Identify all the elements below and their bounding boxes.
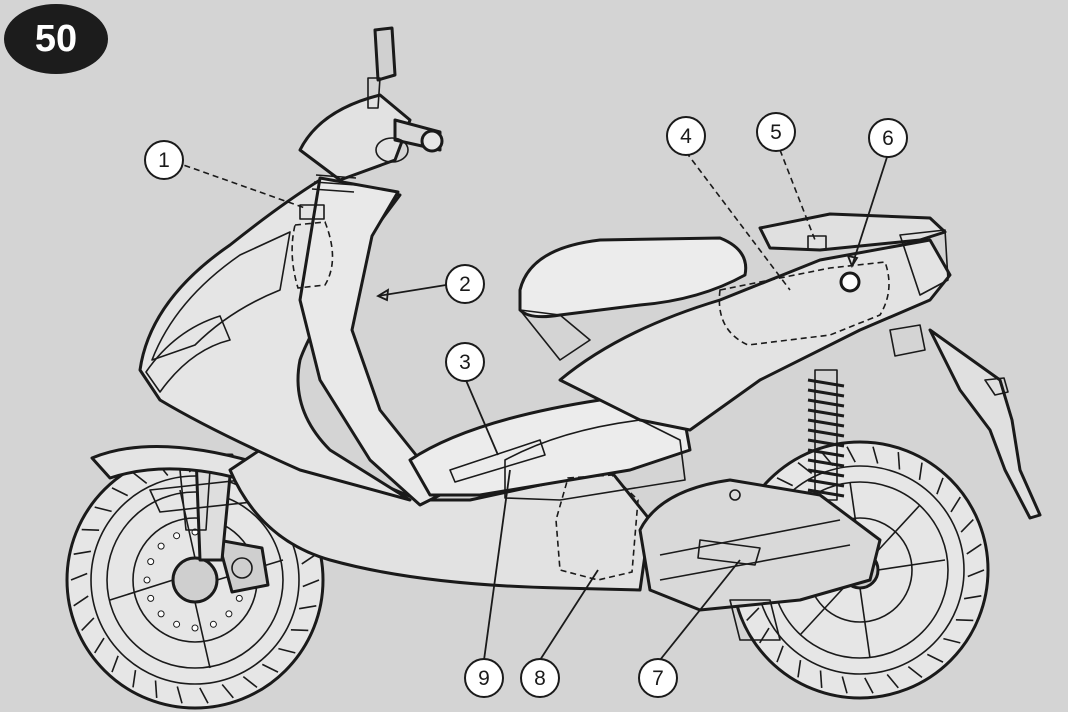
engine-unit [638, 478, 882, 641]
callout-2: 2 [445, 264, 485, 304]
callout-circle [144, 140, 184, 180]
front-compartment-outline [291, 221, 334, 289]
figure-number-badge: 50 [4, 4, 108, 74]
lower-compartment-outline [555, 474, 639, 581]
callout-circle [638, 658, 678, 698]
callout-5: 5 [756, 112, 796, 152]
callout-circle [445, 342, 485, 382]
callout-circle [464, 658, 504, 698]
callout-label: 8 [534, 667, 546, 690]
callout-circle [666, 116, 706, 156]
callout-label: 2 [459, 273, 471, 296]
callout-label: 5 [770, 121, 782, 144]
handlebar-assembly [298, 26, 444, 193]
callout-label: 6 [882, 127, 894, 150]
callout-circle [756, 112, 796, 152]
callout-circle [868, 118, 908, 158]
callout-group: 1 2 3 4 5 6 7 8 9 [144, 112, 908, 698]
callout-label: 1 [158, 149, 170, 172]
callout-7: 7 [638, 658, 678, 698]
callout-3: 3 [445, 342, 485, 382]
callout-9: 9 [464, 658, 504, 698]
rear-shock [807, 369, 845, 501]
seat-latch-marker [807, 235, 827, 251]
leader-lines [174, 149, 889, 661]
callout-circle [445, 264, 485, 304]
callout-8: 8 [520, 658, 560, 698]
front-compartment-latch [299, 204, 325, 220]
callout-label: 7 [652, 667, 664, 690]
seat-lock-keyhole [839, 271, 861, 293]
callout-label: 4 [680, 125, 692, 148]
callout-label: 9 [478, 667, 490, 690]
callout-label: 3 [459, 351, 471, 374]
under-seat-compartment-outline [718, 261, 890, 346]
callout-6: 6 [868, 118, 908, 158]
callout-1: 1 [144, 140, 184, 180]
rear-mudguard [928, 328, 1042, 520]
callout-circle [520, 658, 560, 698]
callout-4: 4 [666, 116, 706, 156]
